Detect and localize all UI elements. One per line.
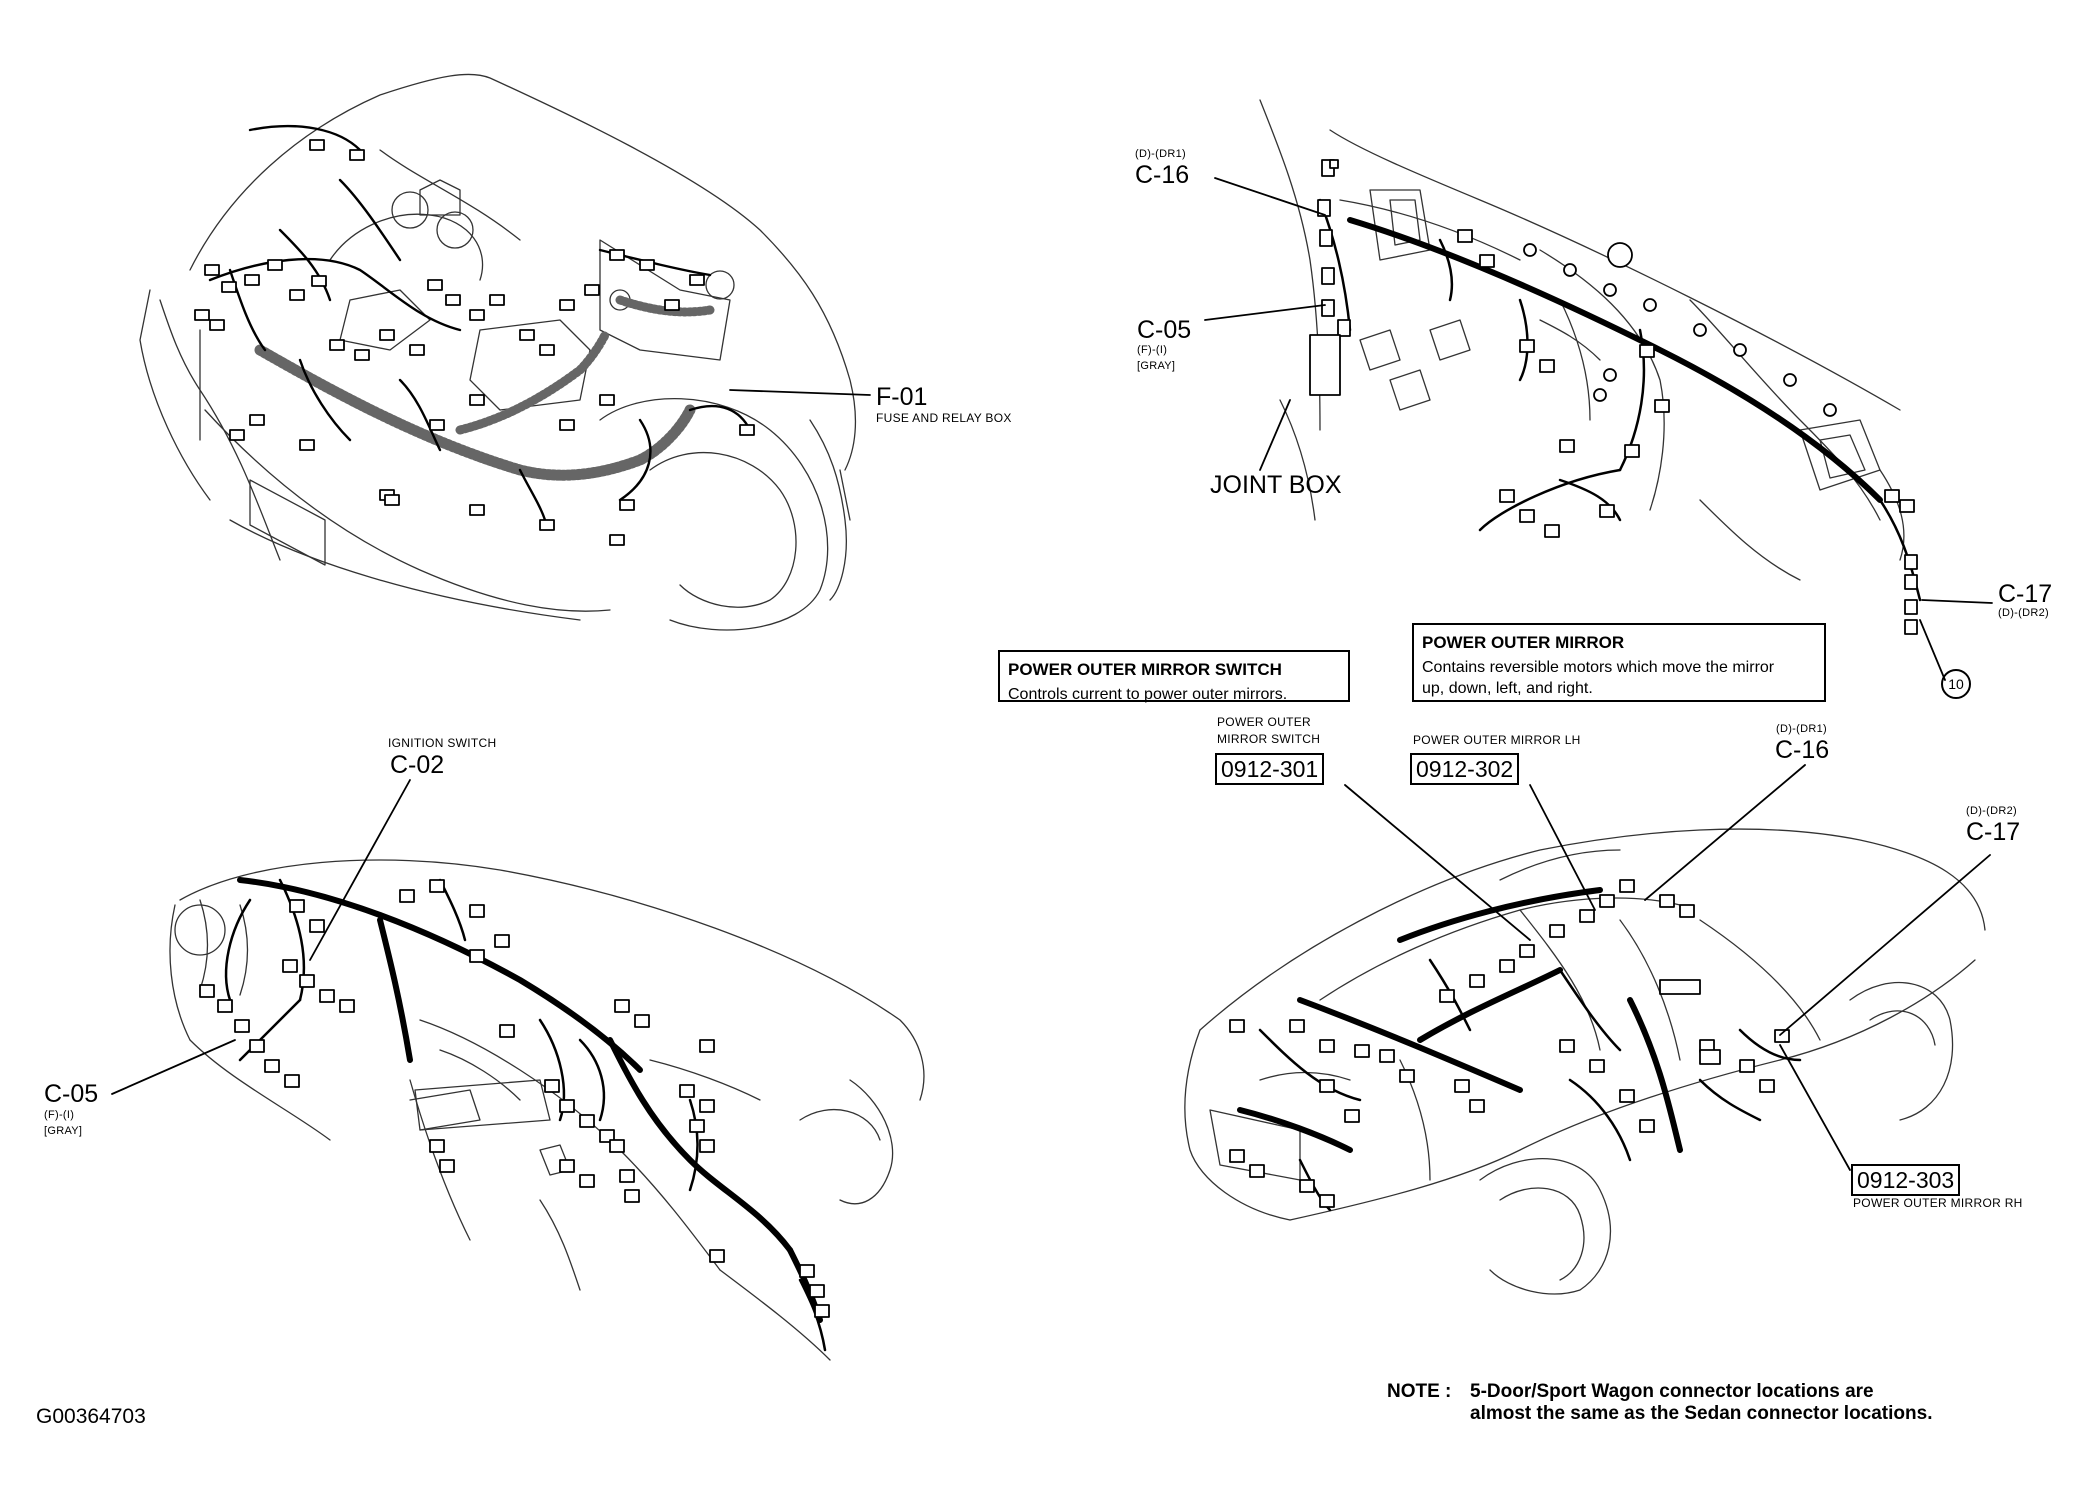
note-line2: almost the same as the Sedan connector l… [1470,1403,1933,1424]
c17-top-code: C-17 [1998,580,2053,608]
c16-car-code: C-16 [1775,736,1830,764]
switch-part-code: 0912-301 [1215,753,1325,785]
mirror-info-box: POWER OUTER MIRROR Contains reversible m… [1412,623,1826,702]
engine-compartment-drawing [139,73,871,631]
mirror-lh-part-code: 0912-302 [1410,753,1520,785]
figure-id: G00364703 [36,1405,146,1428]
joint-box-label: JOINT BOX [1210,471,1342,499]
mirror-switch-info-desc: Controls current to power outer mirrors. [1008,686,1288,703]
c17-car-code: C-17 [1966,818,2021,846]
c05-top-sub2: [GRAY] [1137,360,1176,372]
sedan-body-drawing [1184,764,1991,1295]
c05-bottom-sub2: [GRAY] [44,1125,83,1137]
c16-car-sub: (D)-(DR1) [1776,723,1827,735]
ignition-switch-name: IGNITION SWITCH [388,736,497,750]
mirror-rh-label: POWER OUTER MIRROR RH [1853,1196,2023,1210]
reference-circle-10: 10 [1941,669,1971,699]
note-line1: 5-Door/Sport Wagon connector locations a… [1470,1381,1874,1402]
c05-bottom-code: C-05 [44,1080,99,1108]
c05-bottom-sub1: (F)-(I) [44,1109,75,1121]
mirror-info-desc1: Contains reversible motors which move th… [1422,659,1775,676]
switch-label-line1: POWER OUTER [1217,715,1311,729]
fuse-relay-box-code: F-01 [876,383,928,411]
switch-label-line2: MIRROR SWITCH [1217,732,1321,746]
mirror-switch-info-box: POWER OUTER MIRROR SWITCH Controls curre… [998,650,1350,703]
c05-top-sub1: (F)-(I) [1137,344,1168,356]
mirror-switch-info-title: POWER OUTER MIRROR SWITCH [1008,660,1282,679]
instrument-panel-bottom-drawing [111,779,925,1361]
c17-top-sub: (D)-(DR2) [1998,607,2049,619]
c16-top-code: C-16 [1135,161,1190,189]
mirror-lh-label: POWER OUTER MIRROR LH [1413,733,1581,747]
fuse-relay-box-name: FUSE AND RELAY BOX [876,411,1012,425]
note-prefix: NOTE : [1387,1381,1452,1402]
mirror-rh-part-code: 0912-303 [1851,1164,1961,1196]
c17-car-sub: (D)-(DR2) [1966,805,2017,817]
c05-top-code: C-05 [1137,316,1192,344]
ignition-switch-code: C-02 [390,751,445,779]
mirror-info-desc2: up, down, left, and right. [1422,680,1593,697]
c16-top-sub: (D)-(DR1) [1135,148,1186,160]
instrument-panel-top-drawing [1204,99,1993,681]
mirror-info-title: POWER OUTER MIRROR [1422,633,1625,652]
